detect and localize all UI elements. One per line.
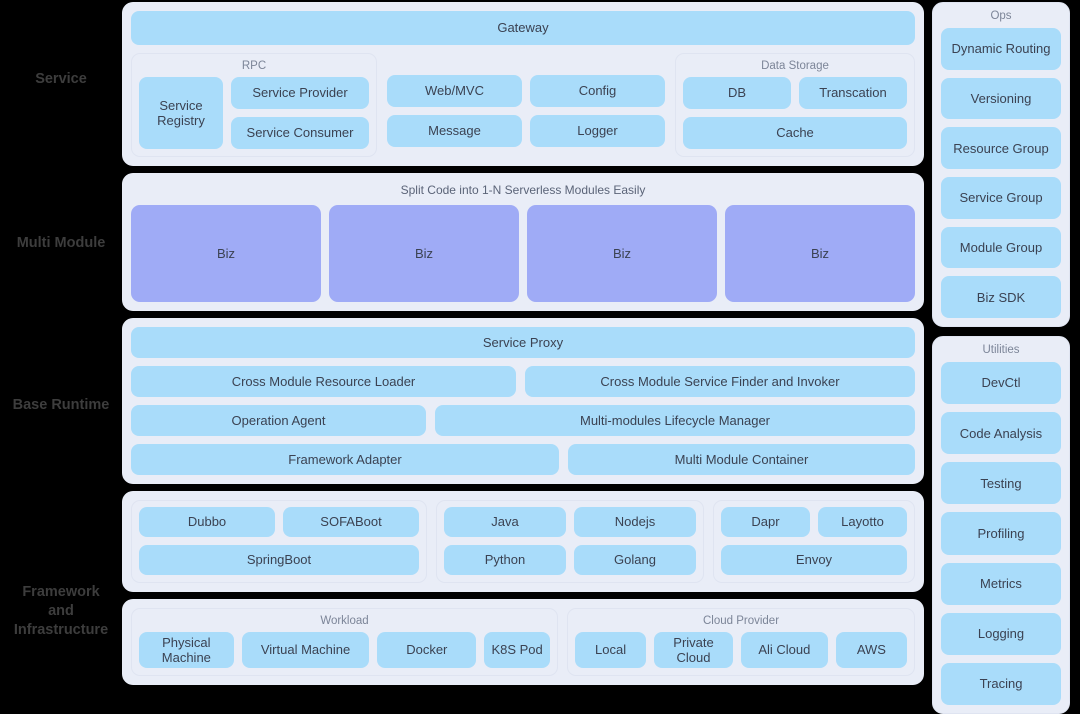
row-label-service: Service — [35, 71, 87, 87]
block-docker[interactable]: Docker — [377, 632, 477, 668]
block-gateway[interactable]: Gateway — [131, 11, 915, 45]
multi-module-title: Split Code into 1-N Serverless Modules E… — [400, 183, 646, 197]
block-ali-cloud[interactable]: Ali Cloud — [740, 632, 828, 668]
chip-service-group[interactable]: Service Group — [941, 177, 1061, 219]
sidebar: Ops Dynamic Routing Versioning Resource … — [924, 0, 1080, 714]
block-logger[interactable]: Logger — [530, 115, 665, 147]
chip-logging[interactable]: Logging — [941, 612, 1061, 655]
layer-multi-module: Split Code into 1-N Serverless Modules E… — [122, 173, 924, 311]
chip-testing[interactable]: Testing — [941, 462, 1061, 505]
block-operation-agent[interactable]: Operation Agent — [131, 405, 426, 436]
block-springboot[interactable]: SpringBoot — [139, 545, 419, 575]
panel-ops: Ops Dynamic Routing Versioning Resource … — [932, 2, 1070, 327]
block-config[interactable]: Config — [530, 75, 665, 107]
block-web-mvc[interactable]: Web/MVC — [387, 75, 522, 107]
panel-utilities-title: Utilities — [982, 344, 1020, 356]
chip-profiling[interactable]: Profiling — [941, 512, 1061, 555]
block-java[interactable]: Java — [444, 507, 566, 537]
chip-metrics[interactable]: Metrics — [941, 562, 1061, 605]
layer-base-runtime: Service Proxy Cross Module Resource Load… — [122, 318, 924, 484]
chip-dynamic-routing[interactable]: Dynamic Routing — [941, 28, 1061, 70]
layer-framework: Dubbo SOFABoot SpringBoot Java Nodejs P — [122, 491, 924, 592]
group-cloud-provider-title: Cloud Provider — [702, 615, 780, 627]
block-cross-module-service-finder-invoker[interactable]: Cross Module Service Finder and Invoker — [525, 366, 915, 397]
block-service-registry[interactable]: Service Registry — [139, 77, 223, 149]
block-nodejs[interactable]: Nodejs — [574, 507, 696, 537]
block-k8s-pod[interactable]: K8S Pod — [484, 632, 550, 668]
block-sofaboot[interactable]: SOFABoot — [283, 507, 419, 537]
block-biz-4[interactable]: Biz — [725, 205, 915, 302]
group-data-storage-title: Data Storage — [761, 60, 829, 72]
block-aws[interactable]: AWS — [835, 632, 907, 668]
group-cloud-provider: Cloud Provider Local Private Cloud Ali C… — [567, 608, 915, 676]
block-biz-3[interactable]: Biz — [527, 205, 717, 302]
block-envoy[interactable]: Envoy — [721, 545, 907, 575]
block-transcation[interactable]: Transcation — [799, 77, 907, 109]
block-service-proxy[interactable]: Service Proxy — [131, 327, 915, 358]
chip-module-group[interactable]: Module Group — [941, 226, 1061, 269]
row-label-framework-infrastructure: Framework and Infrastructure — [13, 584, 109, 638]
chip-versioning[interactable]: Versioning — [941, 77, 1061, 120]
block-service-provider[interactable]: Service Provider — [231, 77, 369, 109]
block-cross-module-resource-loader[interactable]: Cross Module Resource Loader — [131, 366, 516, 397]
panel-ops-title: Ops — [990, 10, 1012, 22]
block-multi-modules-lifecycle-manager[interactable]: Multi-modules Lifecycle Manager — [435, 405, 915, 436]
group-languages: Java Nodejs Python Golang — [436, 500, 704, 583]
block-message[interactable]: Message — [387, 115, 522, 147]
chip-code-analysis[interactable]: Code Analysis — [941, 412, 1061, 455]
block-cache[interactable]: Cache — [683, 117, 907, 149]
block-physical-machine[interactable]: Physical Machine — [139, 632, 234, 668]
block-multi-module-container[interactable]: Multi Module Container — [568, 444, 915, 475]
layer-service: Gateway RPC Service Registry Service Pro… — [122, 2, 924, 166]
chip-resource-group[interactable]: Resource Group — [941, 127, 1061, 170]
group-rpc: RPC Service Registry Service Provider Se… — [131, 53, 377, 157]
block-private-cloud[interactable]: Private Cloud — [654, 632, 733, 668]
chip-devctl[interactable]: DevCtl — [941, 362, 1061, 405]
block-local[interactable]: Local — [575, 632, 647, 668]
group-service-middle: Web/MVC Config Message Logger — [387, 53, 665, 157]
block-python[interactable]: Python — [444, 545, 566, 575]
group-rpc-title: RPC — [241, 60, 267, 72]
block-framework-adapter[interactable]: Framework Adapter — [131, 444, 559, 475]
row-label-multi-module: Multi Module — [16, 235, 106, 251]
chip-tracing[interactable]: Tracing — [941, 662, 1061, 705]
block-db[interactable]: DB — [683, 77, 791, 109]
block-service-consumer[interactable]: Service Consumer — [231, 117, 369, 149]
group-framework-stacks: Dubbo SOFABoot SpringBoot — [131, 500, 427, 583]
chip-biz-sdk[interactable]: Biz SDK — [941, 276, 1061, 319]
layer-infrastructure: Workload Physical Machine Virtual Machin… — [122, 599, 924, 685]
block-golang[interactable]: Golang — [574, 545, 696, 575]
row-label-base-runtime: Base Runtime — [12, 397, 110, 413]
group-data-storage: Data Storage DB Transcation Cache — [675, 53, 915, 157]
panel-utilities: Utilities DevCtl Code Analysis Testing P… — [932, 336, 1070, 714]
group-workload: Workload Physical Machine Virtual Machin… — [131, 608, 558, 676]
block-layotto[interactable]: Layotto — [818, 507, 907, 537]
group-service-mesh: Dapr Layotto Envoy — [713, 500, 915, 583]
row-label-column: Service Multi Module Base Runtime Framew… — [0, 0, 122, 714]
group-workload-title: Workload — [320, 615, 369, 627]
layer-stack: Gateway RPC Service Registry Service Pro… — [122, 0, 924, 714]
block-dapr[interactable]: Dapr — [721, 507, 810, 537]
block-biz-2[interactable]: Biz — [329, 205, 519, 302]
block-virtual-machine[interactable]: Virtual Machine — [241, 632, 370, 668]
block-dubbo[interactable]: Dubbo — [139, 507, 275, 537]
block-biz-1[interactable]: Biz — [131, 205, 321, 302]
